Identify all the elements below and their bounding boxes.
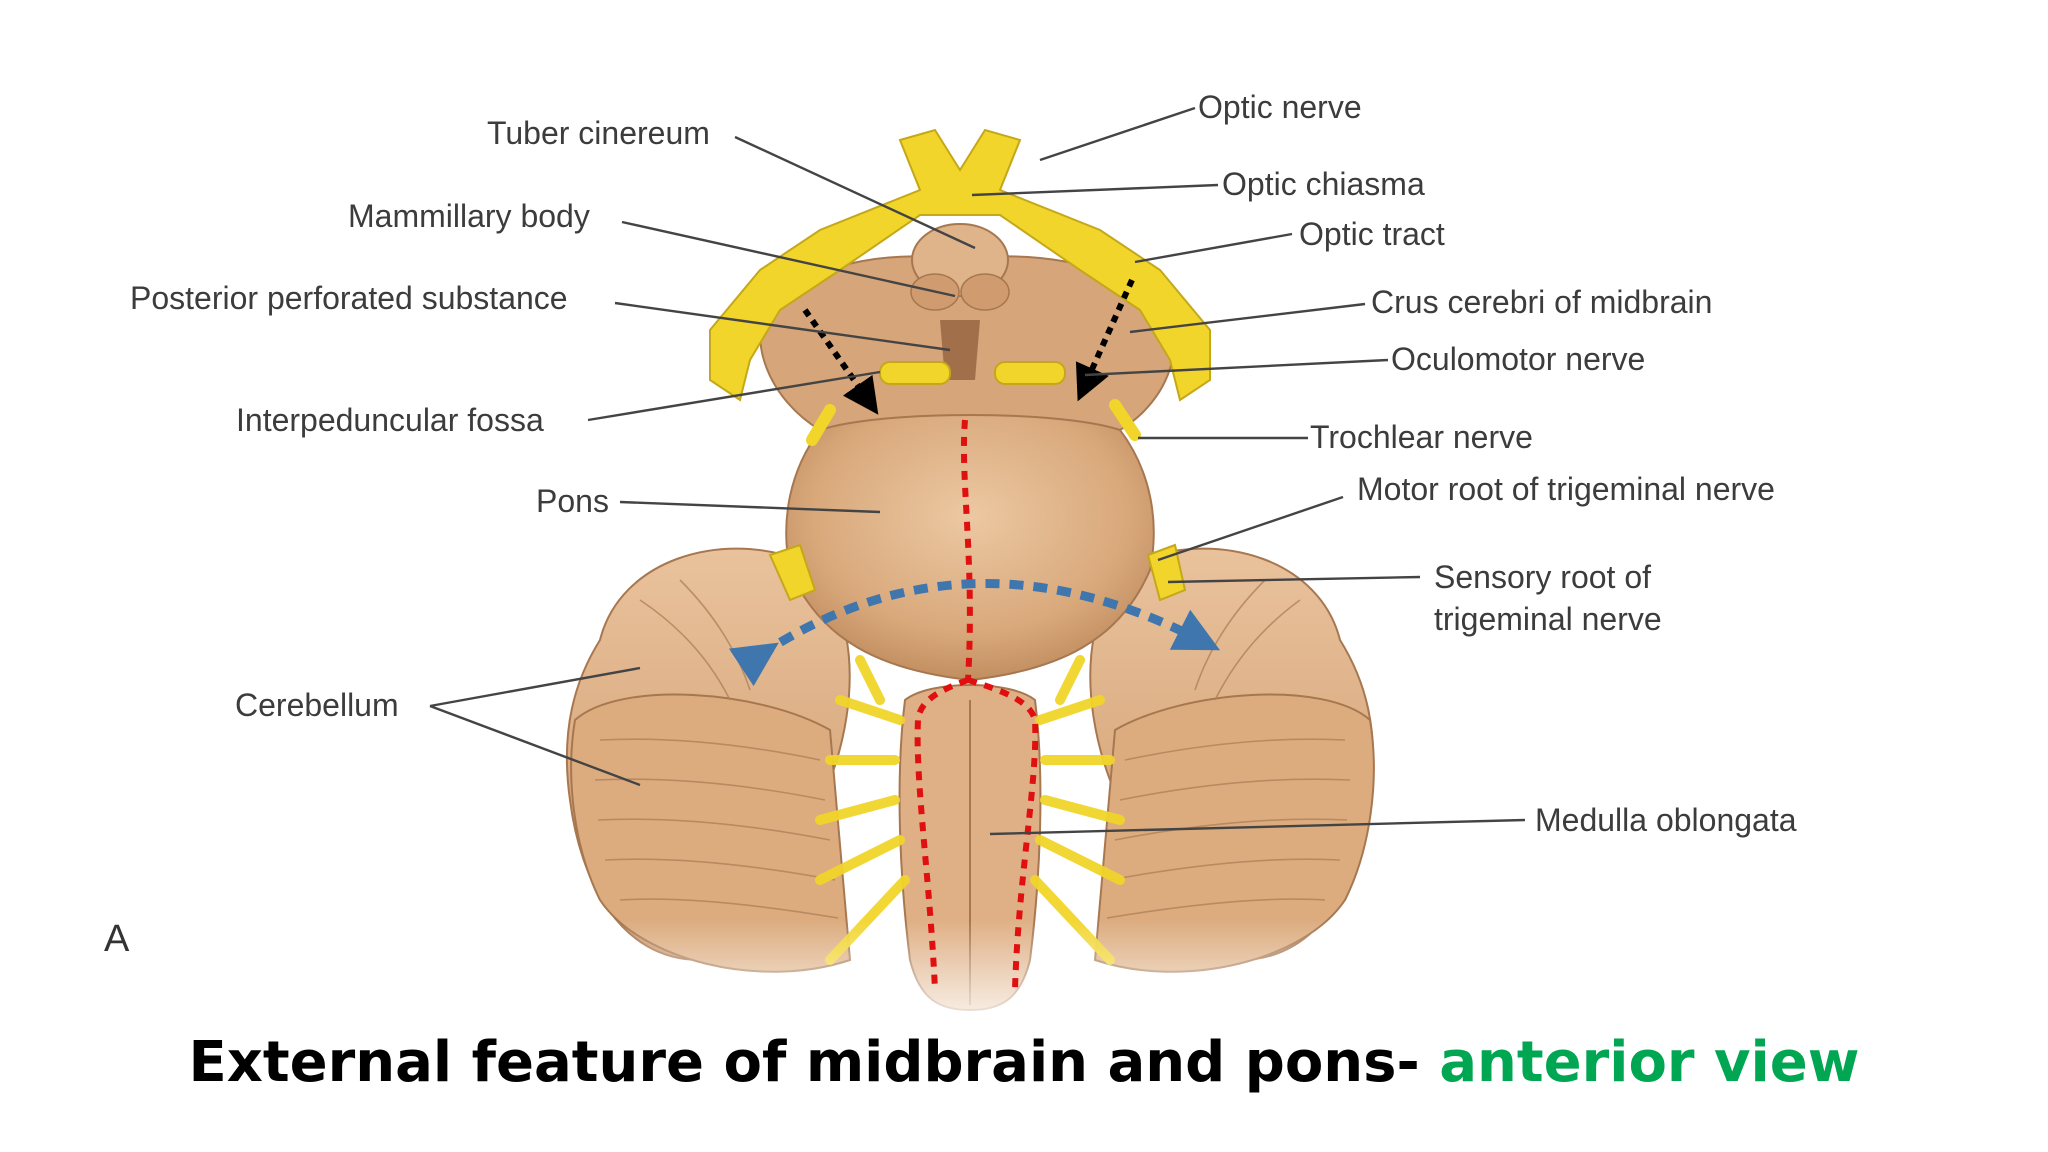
label-sensory-root-trigeminal: Sensory root of trigeminal nerve bbox=[1434, 559, 1662, 637]
figure-letter: A bbox=[104, 918, 130, 960]
label-medulla-oblongata: Medulla oblongata bbox=[1535, 802, 1797, 838]
label-optic-nerve: Optic nerve bbox=[1198, 89, 1362, 125]
oculomotor-nerves bbox=[879, 361, 1066, 385]
caption-main: External feature of midbrain and pons- bbox=[188, 1030, 1440, 1095]
label-motor-root-trigeminal: Motor root of trigeminal nerve bbox=[1357, 471, 1775, 507]
label-optic-tract: Optic tract bbox=[1299, 216, 1445, 252]
caption: External feature of midbrain and pons- a… bbox=[0, 1030, 2048, 1095]
label-crus-cerebri: Crus cerebri of midbrain bbox=[1371, 284, 1713, 320]
label-trochlear-nerve: Trochlear nerve bbox=[1310, 419, 1533, 455]
trigeminal-roots bbox=[768, 543, 1187, 602]
label-tuber-cinereum: Tuber cinereum bbox=[487, 115, 710, 151]
black-arrow-right bbox=[1075, 278, 1135, 402]
leader-lines bbox=[429, 106, 1526, 836]
label-pons: Pons bbox=[536, 483, 609, 519]
blue-curved-arrow bbox=[728, 579, 1221, 687]
label-cerebellum: Cerebellum bbox=[235, 687, 399, 723]
trochlear-nerves bbox=[806, 399, 1141, 446]
caption-accent: anterior view bbox=[1439, 1030, 1860, 1095]
black-arrow-left bbox=[802, 308, 879, 415]
label-posterior-perforated-substance: Posterior perforated substance bbox=[130, 280, 568, 316]
hypothalamic-floor bbox=[910, 223, 1010, 380]
label-interpeduncular-fossa: Interpeduncular fossa bbox=[236, 402, 544, 438]
midline-dotted-marker bbox=[914, 419, 1039, 991]
label-optic-chiasma: Optic chiasma bbox=[1222, 166, 1425, 202]
label-mammillary-body: Mammillary body bbox=[348, 198, 590, 234]
label-oculomotor-nerve: Oculomotor nerve bbox=[1391, 341, 1646, 377]
